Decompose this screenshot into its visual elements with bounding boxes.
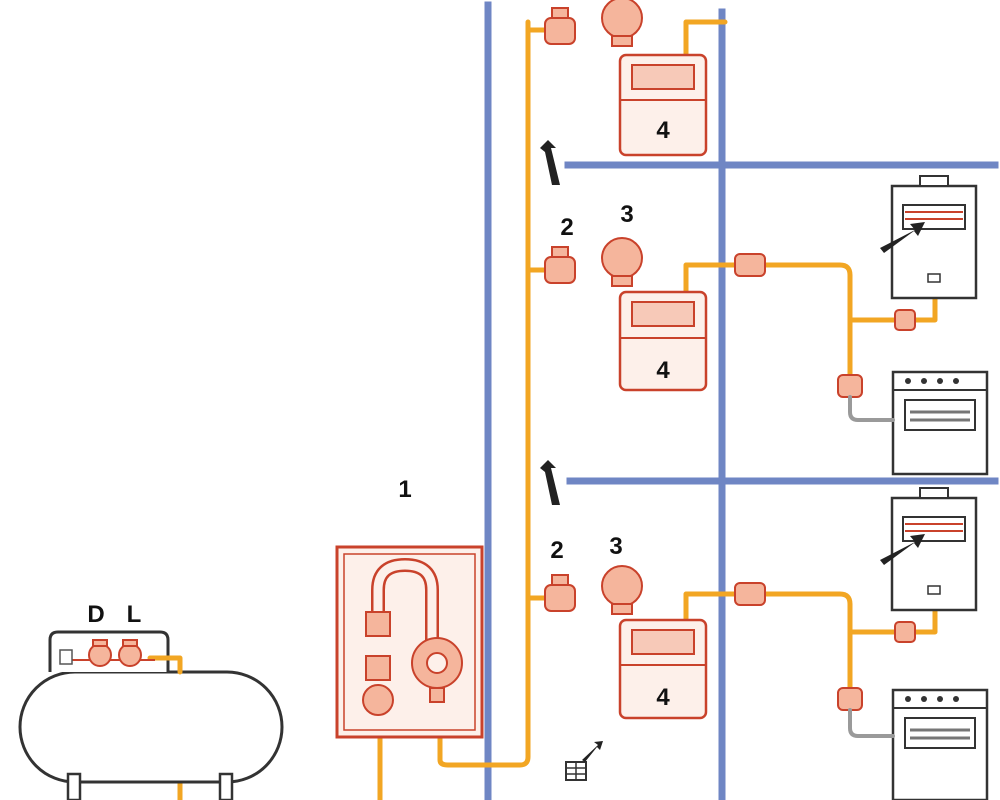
shutoff-valve-icon xyxy=(734,253,766,277)
tank-body xyxy=(18,670,284,784)
middle-stove-hose xyxy=(848,395,895,422)
pressure-regulator-icon xyxy=(601,237,643,287)
tank-valve-pipe xyxy=(147,655,183,675)
gas-meter-icon: 4 xyxy=(618,53,708,157)
upper-floor-installation: 4 xyxy=(540,0,708,185)
pressure-regulator-icon xyxy=(601,0,643,47)
tank-valve-d-icon xyxy=(88,639,112,667)
middle-meter-outlet-pipe xyxy=(683,262,738,295)
middle-floor-installation: 2 3 4 xyxy=(540,175,989,505)
lpg-tank-icon: D L xyxy=(18,601,284,800)
lower-appliance-pipe xyxy=(762,591,853,693)
shutoff-valve-icon xyxy=(544,7,576,45)
vent-arrow-icon xyxy=(540,460,560,505)
pressure-regulator-icon xyxy=(601,565,643,615)
upper-meter-outlet-pipe xyxy=(683,19,728,58)
regulator-box xyxy=(335,545,484,739)
lower-meter-outlet-pipe xyxy=(683,591,738,623)
middle-valve-label: 2 xyxy=(560,214,573,241)
middle-regulator-label: 3 xyxy=(620,201,633,228)
middle-appliance-pipe xyxy=(762,262,853,383)
building-structure xyxy=(484,1,999,800)
shutoff-valve-icon xyxy=(544,246,576,284)
gas-stove-icon xyxy=(891,688,989,800)
lower-floor-installation: 2 3 4 xyxy=(544,487,989,800)
middle-heater-feed xyxy=(912,295,938,323)
lower-heater-feed xyxy=(912,607,938,635)
shutoff-valve-icon xyxy=(544,574,576,612)
water-heater-icon xyxy=(880,487,978,612)
lower-valve-label: 2 xyxy=(550,537,563,564)
gas-meter-icon xyxy=(618,618,708,720)
tank-valve-l-label: L xyxy=(127,601,142,628)
shutoff-valve-icon xyxy=(837,687,863,711)
lower-regulator-label: 3 xyxy=(609,533,622,560)
gas-meter-icon xyxy=(618,290,708,392)
shutoff-valve-icon xyxy=(837,374,863,398)
lower-stove-hose xyxy=(848,708,895,738)
ventilation-grille-icon xyxy=(565,741,603,781)
gas-stove-icon xyxy=(891,370,989,476)
lower-meter-label: 4 xyxy=(656,684,670,711)
pressure-regulator-icon: 1 xyxy=(335,476,484,739)
shutoff-valve-icon xyxy=(734,582,766,606)
water-heater-icon xyxy=(880,175,978,300)
tank-leg-left xyxy=(66,772,82,800)
tank-gauge-icon xyxy=(59,649,73,665)
shutoff-valve-icon xyxy=(894,621,916,643)
tank-leg-right xyxy=(218,772,234,800)
middle-meter-label: 4 xyxy=(656,357,670,384)
gas-riser-pipe xyxy=(437,19,531,768)
tank-valve-d-label: D xyxy=(87,601,104,628)
tank-valve-l-icon xyxy=(118,639,142,667)
vent-arrow-icon xyxy=(540,140,560,185)
upper-meter-label: 4 xyxy=(656,117,670,144)
regulator-box-label: 1 xyxy=(398,476,411,503)
gas-piping xyxy=(177,19,938,800)
shutoff-valve-icon xyxy=(894,309,916,331)
